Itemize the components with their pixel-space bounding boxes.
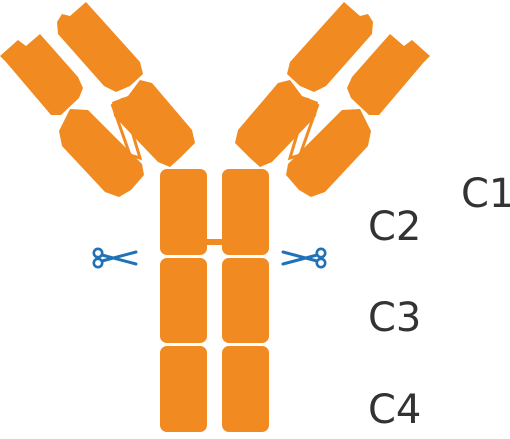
scissors-icon — [92, 247, 138, 269]
label-c3: C3 — [368, 295, 422, 341]
left-arm-outer-bottom-domain — [59, 109, 144, 197]
left-arm-link — [110, 97, 143, 161]
stem-left-domain-1 — [160, 169, 207, 255]
right-arm-outer-top-domain — [347, 34, 430, 115]
left-arm — [0, 2, 195, 197]
left-arm-inner-top-domain — [57, 2, 143, 92]
label-c2: C2 — [368, 204, 422, 250]
stem-right-domain-3 — [222, 346, 269, 432]
disulfide-bridge — [205, 239, 224, 245]
scissors-icon — [281, 247, 327, 269]
left-arm-inner-bottom-domain — [112, 80, 195, 167]
stem-left-domain-2 — [160, 258, 207, 343]
right-arm-outer-bottom-domain — [286, 109, 371, 197]
stem-right-domain-1 — [222, 169, 269, 255]
label-c1: C1 — [461, 171, 510, 217]
stem-left-domain-3 — [160, 346, 207, 432]
right-arm-link — [287, 97, 320, 161]
right-arm-inner-bottom-domain — [235, 80, 318, 167]
stem-right-domain-2 — [222, 258, 269, 343]
right-arm-inner-top-domain — [287, 2, 373, 92]
label-c4: C4 — [368, 387, 422, 433]
stem — [160, 169, 269, 432]
left-arm-outer-top-domain — [0, 34, 83, 115]
right-arm — [235, 2, 430, 197]
